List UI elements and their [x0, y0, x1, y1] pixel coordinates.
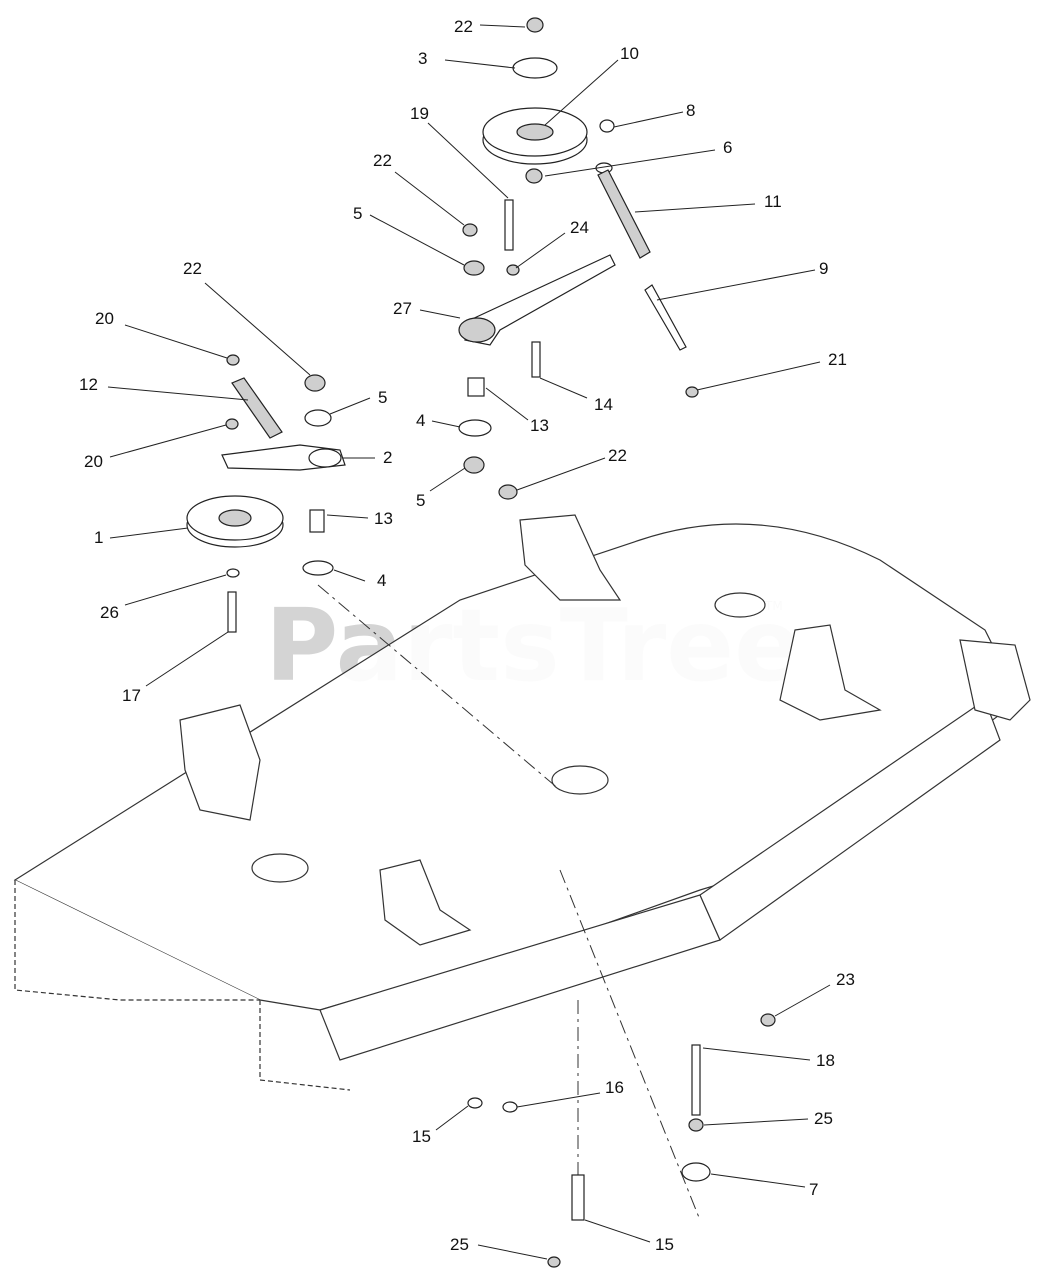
- callout-15: 15: [412, 1127, 431, 1146]
- center-line-right: [559, 869, 701, 1221]
- callout-14: 14: [594, 395, 613, 414]
- callout-22: 22: [183, 259, 202, 278]
- callout-2: 2: [383, 448, 392, 467]
- callout-11: 11: [764, 192, 782, 211]
- callout-19: 19: [410, 104, 429, 123]
- lower-hardware: [467, 1013, 776, 1268]
- callout-17: 17: [122, 686, 141, 705]
- upper-idler-assembly: [458, 17, 699, 500]
- callout-8: 8: [686, 101, 695, 120]
- callout-7: 7: [809, 1180, 818, 1199]
- callout-20: 20: [84, 452, 103, 471]
- callout-20: 20: [95, 309, 114, 328]
- callout-5: 5: [353, 204, 362, 223]
- callout-4: 4: [377, 571, 386, 590]
- callout-25: 25: [450, 1235, 469, 1254]
- leader-lines: [107, 24, 831, 1260]
- callout-22: 22: [454, 17, 473, 36]
- callout-5: 5: [378, 388, 387, 407]
- callout-25: 25: [814, 1109, 833, 1128]
- callout-13: 13: [530, 416, 549, 435]
- callout-22: 22: [373, 151, 392, 170]
- callout-13: 13: [374, 509, 393, 528]
- callout-26: 26: [100, 603, 119, 622]
- callout-24: 24: [570, 218, 589, 237]
- callout-12: 12: [79, 375, 98, 394]
- callout-15: 15: [655, 1235, 674, 1254]
- mower-deck: [13, 514, 1031, 1091]
- callout-10: 10: [620, 44, 639, 63]
- callout-22: 22: [608, 446, 627, 465]
- center-line-left: [317, 584, 561, 791]
- left-idler-assembly: [186, 354, 346, 633]
- callout-5: 5: [416, 491, 425, 510]
- callout-21: 21: [828, 350, 847, 369]
- callout-6: 6: [723, 138, 732, 157]
- callout-9: 9: [819, 259, 828, 278]
- callout-18: 18: [816, 1051, 835, 1070]
- callout-3: 3: [418, 49, 427, 68]
- callout-23: 23: [836, 970, 855, 989]
- callout-labels: 22 3 10 19 8 22 6 11 5 24 22 9 27 20 21 …: [79, 17, 855, 1254]
- callout-27: 27: [393, 299, 412, 318]
- callout-16: 16: [605, 1078, 624, 1097]
- callout-1: 1: [94, 528, 103, 547]
- callout-4: 4: [416, 411, 425, 430]
